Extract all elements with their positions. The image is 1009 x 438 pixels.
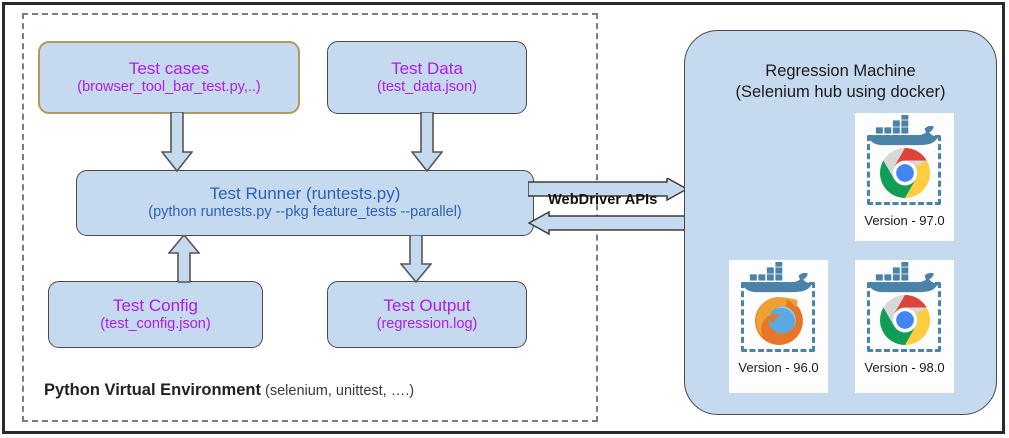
regression-machine-title-line2: (Selenium hub using docker) <box>735 82 946 101</box>
node-test-output[interactable]: Test Output (regression.log) <box>327 281 527 348</box>
arrow-testdata-to-runner <box>411 112 443 172</box>
node-test-data-title: Test Data <box>391 58 463 78</box>
browser-card-image <box>855 260 954 356</box>
browser-card-image <box>729 260 828 356</box>
docker-whale-icon <box>741 262 813 293</box>
browser-card-firefox-96[interactable]: Version - 96.0 <box>729 260 828 393</box>
node-test-output-title: Test Output <box>383 295 471 315</box>
regression-machine-title: Regression Machine (Selenium hub using d… <box>685 61 996 102</box>
node-test-runner-title: Test Runner (runtests.py) <box>209 184 401 204</box>
browser-card-version-label: Version - 96.0 <box>738 360 819 375</box>
arrow-webdriver-apis <box>528 178 688 236</box>
chrome-logo-icon <box>880 295 930 345</box>
node-test-data[interactable]: Test Data (test_data.json) <box>327 41 527 114</box>
python-virtual-environment-label: Python Virtual Environment (selenium, un… <box>44 381 414 400</box>
regression-machine-title-line1: Regression Machine <box>765 62 916 80</box>
node-test-cases-subtitle: (browser_tool_bar_test.py,..) <box>77 78 261 95</box>
node-test-cases[interactable]: Test cases (browser_tool_bar_test.py,..) <box>38 41 300 114</box>
arrow-runner-to-testoutput <box>400 235 432 283</box>
node-test-config[interactable]: Test Config (test_config.json) <box>48 281 263 348</box>
webdriver-apis-label: WebDriver APIs <box>548 192 658 208</box>
arrow-testcases-to-runner <box>161 112 193 172</box>
firefox-logo-icon <box>755 297 803 345</box>
venv-subtitle: (selenium, unittest, ….) <box>260 383 415 399</box>
browser-card-version-label: Version - 98.0 <box>864 360 945 375</box>
node-test-runner[interactable]: Test Runner (runtests.py) (python runtes… <box>76 170 534 236</box>
arrow-testconfig-to-runner <box>168 235 200 283</box>
docker-whale-icon <box>867 115 939 146</box>
node-test-config-title: Test Config <box>112 295 199 315</box>
browser-card-chrome-97[interactable]: Version - 97.0 <box>855 113 954 241</box>
node-test-cases-title: Test cases <box>128 58 210 78</box>
browser-card-version-label: Version - 97.0 <box>864 213 945 228</box>
docker-whale-icon <box>867 262 939 293</box>
node-test-runner-subtitle: (python runtests.py --pkg feature_tests … <box>148 204 462 221</box>
node-test-data-subtitle: (test_data.json) <box>377 78 477 95</box>
node-test-config-subtitle: (test_config.json) <box>100 315 211 332</box>
chrome-logo-icon <box>880 148 930 198</box>
node-test-output-subtitle: (regression.log) <box>376 315 478 332</box>
browser-card-image <box>855 113 954 209</box>
browser-card-chrome-98[interactable]: Version - 98.0 <box>855 260 954 393</box>
venv-title: Python Virtual Environment <box>44 381 261 399</box>
